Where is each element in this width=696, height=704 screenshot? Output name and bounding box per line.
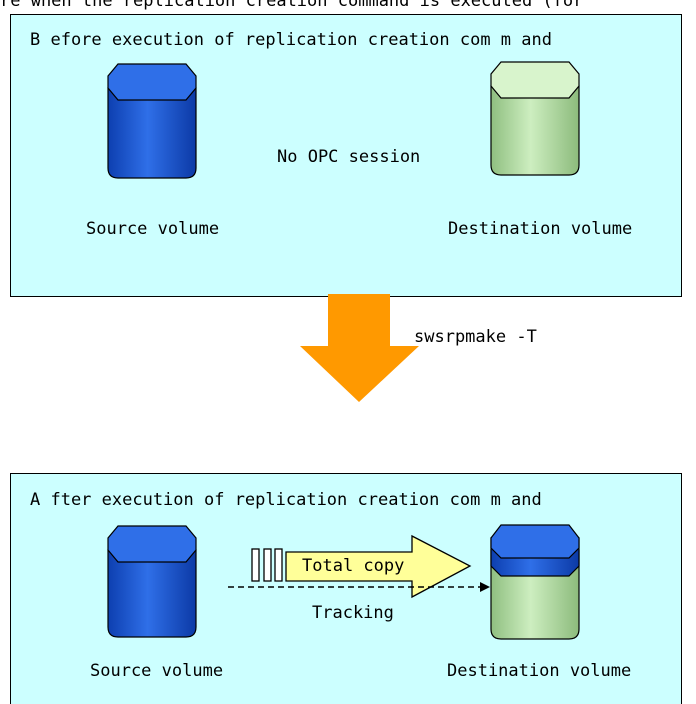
after-panel-title: A fter execution of replication creation… <box>30 490 542 510</box>
after-destination-volume <box>490 524 580 640</box>
copy-bars <box>251 548 283 582</box>
command-arrow <box>300 294 419 402</box>
before-destination-label: Destination volume <box>448 219 633 239</box>
tracking-label: Tracking <box>312 603 394 623</box>
after-source-volume <box>107 525 197 638</box>
after-source-label: Source volume <box>90 661 224 681</box>
before-source-volume <box>107 63 197 179</box>
total-copy-arrow <box>285 534 472 599</box>
command-label: swsrpmake -T <box>414 327 537 347</box>
before-source-label: Source volume <box>86 219 220 239</box>
before-destination-volume <box>490 61 580 176</box>
before-panel-title: B efore execution of replication creatio… <box>30 30 552 50</box>
total-copy-label: Total copy <box>302 556 405 576</box>
top-caption: re when the replication creation command… <box>0 0 584 11</box>
after-destination-label: Destination volume <box>447 661 632 681</box>
no-opc-session-label: No OPC session <box>277 147 421 167</box>
